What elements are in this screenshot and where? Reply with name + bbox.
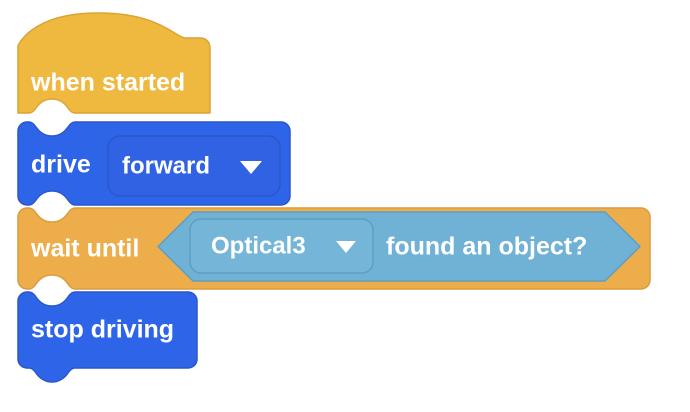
when-started-label: when started: [30, 69, 185, 97]
stop-driving-shape[interactable]: [17, 291, 198, 383]
stop-driving-label: stop driving: [31, 316, 174, 344]
direction-dropdown-bg[interactable]: [107, 135, 281, 197]
drive-label: drive: [31, 151, 91, 179]
wait-until-label: wait until: [30, 235, 139, 263]
boolean-label: found an object?: [386, 233, 587, 261]
block-wait-until[interactable]: wait until Optical3 found an object?: [17, 207, 651, 290]
block-stop-driving[interactable]: stop driving: [17, 291, 198, 383]
sensor-dropdown[interactable]: Optical3: [189, 218, 374, 274]
direction-dropdown-value: forward: [122, 152, 210, 179]
block-when-started[interactable]: when started: [17, 12, 211, 114]
direction-dropdown[interactable]: forward: [107, 135, 281, 197]
sensor-dropdown-value: Optical3: [211, 232, 306, 259]
block-drive-forward[interactable]: drive forward: [17, 121, 291, 206]
sensor-dropdown-bg[interactable]: [189, 218, 374, 274]
when-started-shape[interactable]: [17, 12, 211, 114]
boolean-optical-found-object[interactable]: Optical3 found an object?: [157, 211, 641, 282]
chevron-down-icon[interactable]: [336, 241, 356, 253]
chevron-down-icon[interactable]: [240, 161, 262, 174]
